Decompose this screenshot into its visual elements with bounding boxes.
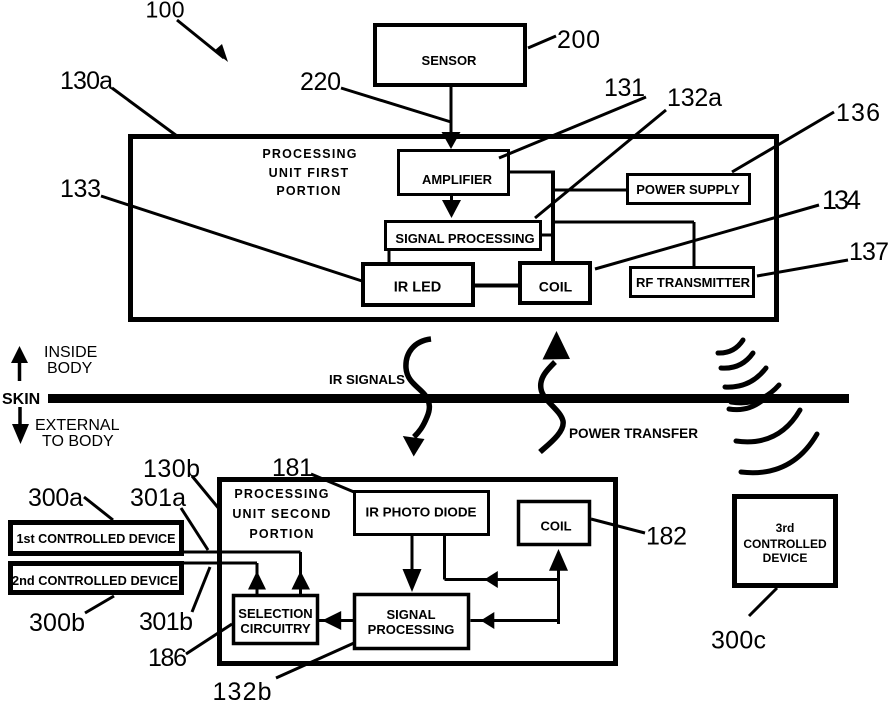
svg-text:CIRCUITRY: CIRCUITRY (240, 621, 311, 636)
svg-text:COIL: COIL (540, 519, 571, 534)
svg-text:IR SIGNALS: IR SIGNALS (329, 372, 405, 387)
svg-text:EXTERNAL: EXTERNAL (35, 417, 120, 434)
svg-text:SELECTION: SELECTION (238, 606, 312, 621)
svg-text:1st CONTROLLED DEVICE: 1st CONTROLLED DEVICE (17, 531, 176, 546)
svg-text:COIL: COIL (539, 279, 573, 295)
svg-text:PROCESSING: PROCESSING (262, 147, 357, 161)
svg-text:TO BODY: TO BODY (42, 433, 114, 450)
svg-text:132a: 132a (667, 84, 722, 112)
svg-text:131: 131 (604, 74, 645, 102)
svg-text:IR PHOTO DIODE: IR PHOTO DIODE (366, 505, 477, 520)
svg-text:CONTROLLED: CONTROLLED (743, 537, 827, 551)
svg-text:PROCESSING: PROCESSING (234, 487, 329, 501)
svg-text:DEVICE: DEVICE (763, 551, 808, 565)
svg-text:INSIDE: INSIDE (44, 344, 97, 361)
svg-text:186: 186 (148, 644, 187, 672)
svg-text:2nd CONTROLLED DEVICE: 2nd CONTROLLED DEVICE (12, 573, 178, 588)
svg-text:134: 134 (822, 185, 861, 215)
svg-text:301b: 301b (139, 608, 193, 636)
svg-text:300a: 300a (28, 484, 83, 512)
svg-text:SENSOR: SENSOR (422, 53, 478, 68)
svg-text:IR LED: IR LED (394, 280, 442, 296)
svg-text:RF TRANSMITTER: RF TRANSMITTER (636, 275, 751, 290)
svg-text:136: 136 (836, 99, 880, 127)
svg-text:301a: 301a (130, 484, 186, 512)
svg-text:PORTION: PORTION (276, 184, 341, 198)
svg-text:PROCESSING: PROCESSING (368, 622, 455, 637)
svg-text:SKIN: SKIN (2, 391, 40, 408)
svg-text:300b: 300b (29, 609, 85, 637)
svg-text:137: 137 (849, 238, 889, 266)
svg-text:POWER SUPPLY: POWER SUPPLY (636, 182, 740, 197)
svg-text:130a: 130a (60, 67, 113, 95)
svg-text:UNIT FIRST: UNIT FIRST (269, 166, 350, 180)
svg-text:133: 133 (60, 175, 101, 203)
svg-text:300c: 300c (711, 627, 766, 655)
svg-text:100: 100 (146, 0, 185, 23)
svg-text:POWER TRANSFER: POWER TRANSFER (569, 425, 698, 441)
svg-text:3rd: 3rd (776, 521, 795, 535)
svg-text:SIGNAL PROCESSING: SIGNAL PROCESSING (395, 231, 534, 246)
svg-text:132b: 132b (213, 678, 272, 701)
svg-text:200: 200 (557, 26, 600, 54)
svg-text:AMPLIFIER: AMPLIFIER (422, 172, 493, 187)
svg-text:220: 220 (300, 68, 341, 96)
svg-text:SIGNAL: SIGNAL (386, 607, 435, 622)
svg-text:PORTION: PORTION (249, 527, 314, 541)
svg-text:UNIT SECOND: UNIT SECOND (232, 507, 331, 521)
svg-text:130b: 130b (143, 455, 200, 483)
svg-text:BODY: BODY (47, 360, 93, 377)
svg-text:182: 182 (646, 523, 687, 551)
